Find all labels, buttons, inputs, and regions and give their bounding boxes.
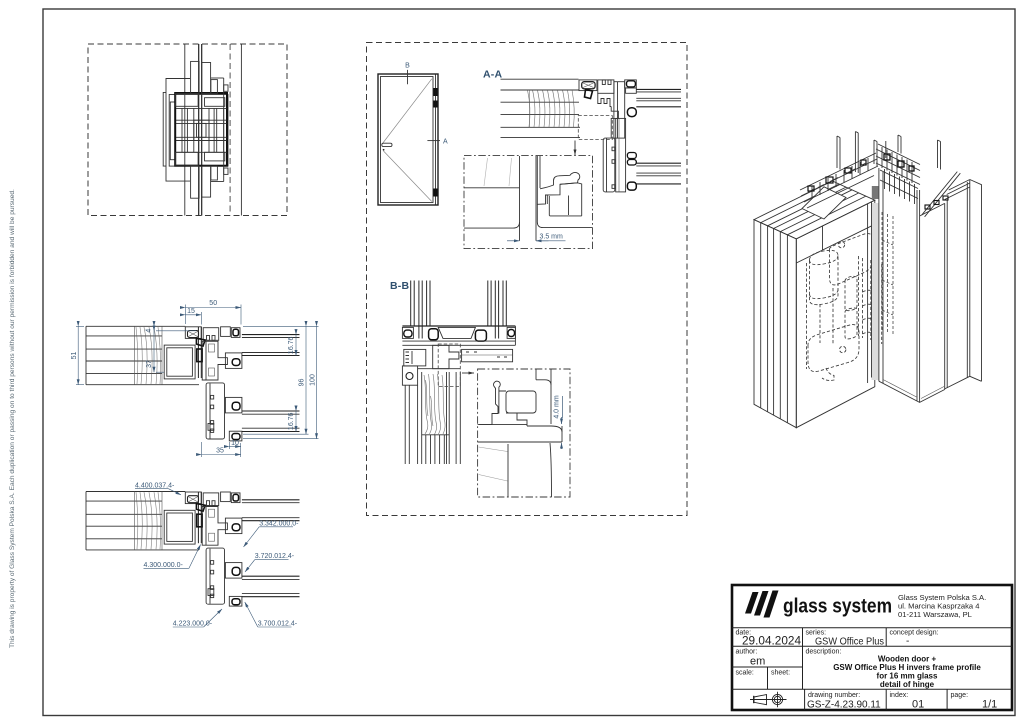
svg-text:Wooden door +: Wooden door + — [878, 655, 937, 664]
svg-text:-: - — [906, 636, 909, 647]
svg-text:1/1: 1/1 — [982, 699, 997, 711]
svg-text:GSW Office Plus H invers frame: GSW Office Plus H invers frame profile — [833, 663, 981, 672]
svg-text:37: 37 — [146, 360, 153, 368]
svg-text:index:: index: — [890, 692, 909, 699]
svg-text:3.720.012.4-: 3.720.012.4- — [255, 553, 295, 560]
svg-text:A-A: A-A — [483, 69, 502, 81]
svg-text:ul. Marcina Kasprzaka 4: ul. Marcina Kasprzaka 4 — [898, 602, 979, 611]
svg-text:scale:: scale: — [736, 670, 754, 677]
svg-text:for 16 mm glass: for 16 mm glass — [877, 672, 938, 681]
svg-text:3.700.012.4-: 3.700.012.4- — [258, 621, 298, 628]
svg-text:B-B: B-B — [390, 280, 409, 292]
svg-text:A: A — [443, 139, 448, 146]
svg-text:50: 50 — [209, 300, 217, 307]
svg-text:series:: series: — [806, 630, 827, 637]
svg-text:4.0 mm: 4.0 mm — [554, 395, 561, 419]
svg-text:concept design:: concept design: — [890, 630, 939, 637]
svg-text:date:: date: — [736, 630, 752, 637]
svg-text:Glass System Polska S.A.: Glass System Polska S.A. — [898, 593, 986, 602]
svg-text:GS-Z-4.23.90.11: GS-Z-4.23.90.11 — [807, 700, 881, 711]
svg-text:GSW Office Plus: GSW Office Plus — [815, 637, 884, 648]
svg-text:4.223.000.0-: 4.223.000.0- — [173, 621, 213, 628]
svg-text:drawing number:: drawing number: — [808, 692, 860, 699]
svg-text:15: 15 — [187, 308, 195, 315]
svg-text:4.300.000.0-: 4.300.000.0- — [144, 562, 184, 569]
svg-text:4: 4 — [146, 329, 153, 333]
svg-text:10: 10 — [231, 440, 239, 447]
svg-text:description:: description: — [806, 649, 842, 656]
svg-text:em: em — [750, 656, 765, 668]
svg-text:3.342.000.0-: 3.342.000.0- — [259, 520, 299, 527]
svg-text:sheet:: sheet: — [771, 670, 790, 677]
svg-text:01-211 Warszawa, PL: 01-211 Warszawa, PL — [898, 610, 972, 619]
svg-text:16.76: 16.76 — [288, 336, 295, 354]
svg-text:page:: page: — [951, 692, 969, 699]
svg-text:This drawing is property of Gl: This drawing is property of Glass System… — [9, 189, 16, 648]
svg-text:29.04.2024: 29.04.2024 — [742, 636, 802, 648]
svg-text:100: 100 — [310, 374, 317, 386]
svg-text:01: 01 — [912, 699, 924, 711]
svg-text:16.76: 16.76 — [288, 412, 295, 430]
svg-text:35: 35 — [216, 447, 224, 454]
svg-text:detail of hinge: detail of hinge — [880, 680, 935, 689]
svg-text:glass system: glass system — [783, 595, 892, 618]
svg-text:author:: author: — [736, 649, 758, 656]
svg-text:51: 51 — [71, 352, 78, 360]
svg-text:4.400.037.4-: 4.400.037.4- — [135, 482, 175, 489]
svg-text:96: 96 — [298, 379, 305, 387]
svg-text:3.5 mm: 3.5 mm — [540, 233, 564, 240]
svg-text:B: B — [405, 63, 410, 70]
